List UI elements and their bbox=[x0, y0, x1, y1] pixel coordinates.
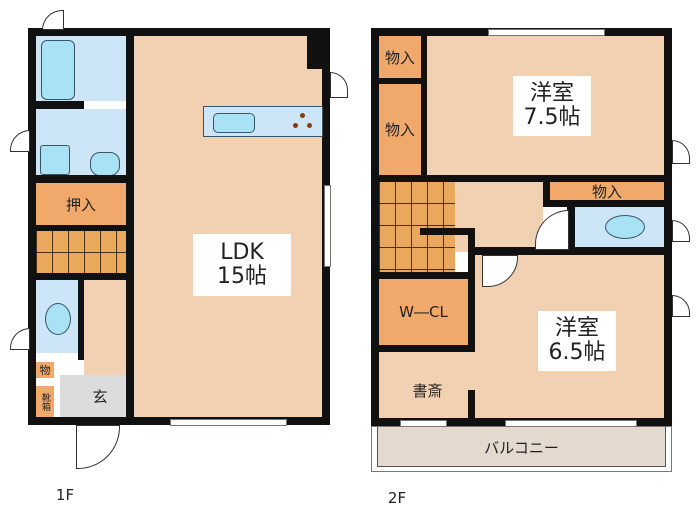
side-door-icon[interactable] bbox=[330, 72, 348, 98]
walk-in-closet-label: W―CL bbox=[399, 303, 448, 321]
ldk-name: LDK bbox=[220, 240, 264, 265]
wall bbox=[379, 345, 475, 352]
bath-door-icon[interactable] bbox=[42, 10, 64, 30]
wall bbox=[36, 101, 84, 109]
sink-icon bbox=[90, 152, 120, 176]
shoebox bbox=[36, 386, 54, 417]
balcony bbox=[371, 426, 672, 472]
window bbox=[488, 29, 605, 36]
ldk-floor-lower bbox=[134, 200, 322, 417]
wall bbox=[126, 36, 134, 200]
stairs-1f bbox=[36, 231, 126, 273]
window bbox=[400, 420, 447, 427]
wall bbox=[371, 28, 379, 428]
wall bbox=[126, 200, 134, 425]
hall-floor bbox=[84, 280, 126, 375]
study-label: 書斎 bbox=[412, 381, 443, 400]
window bbox=[324, 185, 331, 267]
wall bbox=[78, 280, 84, 360]
stove-icon bbox=[287, 110, 317, 132]
wall bbox=[421, 36, 427, 176]
oshiire-label: 押入 bbox=[65, 195, 96, 214]
wall bbox=[468, 228, 475, 273]
window bbox=[170, 419, 287, 426]
storage-3-label: 物入 bbox=[591, 182, 622, 201]
wall bbox=[543, 182, 550, 207]
wall bbox=[567, 207, 575, 252]
floor-label-2f: 2F bbox=[387, 489, 407, 507]
storage-closet-3 bbox=[550, 182, 664, 200]
wall bbox=[475, 247, 664, 255]
wall bbox=[36, 273, 134, 280]
wall bbox=[379, 175, 664, 182]
wall bbox=[379, 78, 421, 84]
wall bbox=[322, 28, 330, 208]
toilet-icon bbox=[45, 303, 71, 335]
wall bbox=[307, 36, 322, 69]
western-room-7-5-label: 洋室 7.5帖 bbox=[513, 76, 591, 136]
floor-label-1f: 1F bbox=[55, 486, 75, 504]
entrance-door-icon[interactable] bbox=[76, 425, 120, 469]
room-door-icon[interactable] bbox=[482, 255, 518, 287]
window bbox=[505, 420, 637, 427]
room-name: 洋室 bbox=[554, 316, 599, 341]
wall bbox=[664, 28, 672, 428]
balcony-floor bbox=[377, 427, 666, 467]
balcony-label: バルコニー bbox=[484, 438, 559, 457]
wall bbox=[36, 175, 134, 183]
room-size: 6.5帖 bbox=[548, 340, 606, 365]
wall bbox=[28, 200, 36, 425]
ldk-label: LDK 15帖 bbox=[193, 234, 291, 296]
ldk-size: 15帖 bbox=[217, 264, 267, 289]
room-window-icon[interactable] bbox=[672, 295, 690, 317]
room-name: 洋室 bbox=[529, 81, 574, 106]
wall bbox=[468, 279, 475, 352]
toilet-icon bbox=[605, 215, 645, 239]
balcony-door-icon[interactable] bbox=[672, 140, 690, 164]
toilet-window-icon[interactable] bbox=[672, 220, 690, 242]
washing-machine-icon bbox=[40, 145, 70, 175]
shoebox-label: 靴箱 bbox=[40, 392, 50, 411]
storage-closet-1 bbox=[379, 36, 421, 78]
storage-closet-2 bbox=[379, 84, 421, 175]
bathtub-icon bbox=[41, 40, 75, 100]
stairs-2f bbox=[379, 182, 455, 272]
western-room-6-5-label: 洋室 6.5帖 bbox=[538, 311, 616, 371]
study-room bbox=[379, 352, 475, 418]
wall bbox=[322, 200, 330, 425]
toilet-window-icon[interactable] bbox=[10, 328, 30, 350]
wall bbox=[28, 28, 330, 36]
storage-1-label: 物入 bbox=[384, 48, 415, 67]
wall bbox=[543, 200, 664, 207]
room-size: 7.5帖 bbox=[523, 105, 581, 130]
walk-in-closet bbox=[379, 279, 468, 345]
genkan-label: 玄 bbox=[92, 387, 108, 406]
wall bbox=[379, 272, 475, 279]
kitchen-sink-icon bbox=[213, 113, 255, 133]
genkan-floor bbox=[60, 375, 126, 417]
storage-2-label: 物入 bbox=[384, 121, 415, 139]
wall bbox=[28, 28, 36, 208]
wash-door-icon[interactable] bbox=[10, 130, 30, 152]
wall bbox=[420, 228, 475, 235]
monoire-closet bbox=[36, 362, 54, 378]
wall bbox=[36, 225, 134, 231]
wall bbox=[468, 390, 475, 418]
oshiire-closet bbox=[36, 183, 126, 225]
monoire-label: 物 bbox=[39, 364, 51, 377]
